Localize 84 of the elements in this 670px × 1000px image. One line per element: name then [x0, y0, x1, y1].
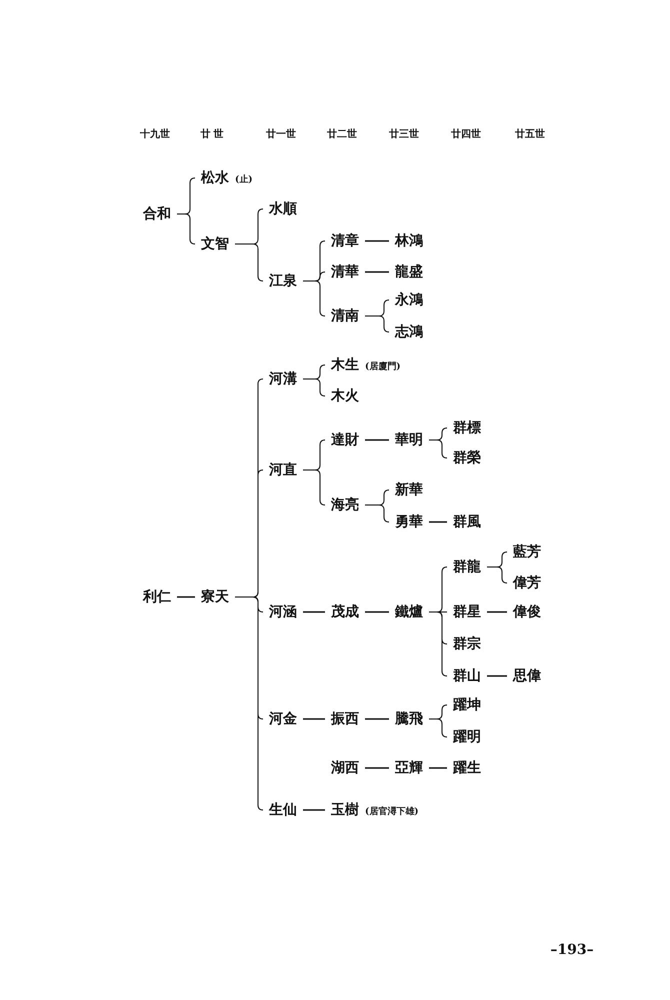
connector-line	[303, 809, 325, 811]
connector-line	[487, 611, 507, 613]
connector-line	[429, 767, 447, 769]
generation-header: 廿四世	[451, 128, 481, 141]
connector-line	[365, 240, 389, 242]
person-name: 木火	[331, 388, 359, 404]
person-name: 躍明	[453, 729, 481, 745]
connector-line	[365, 611, 389, 613]
person-name: 木生	[331, 357, 359, 373]
brace-line	[302, 470, 326, 506]
brace-line	[364, 504, 390, 522]
person-name: 達財	[331, 432, 359, 448]
person-name: 林鴻	[395, 233, 423, 249]
brace-line	[364, 316, 390, 332]
generation-header: 廿三世	[389, 128, 419, 141]
person-name: 合和	[143, 206, 171, 222]
generation-header: 廿二世	[327, 128, 357, 141]
connector-line	[303, 611, 325, 613]
person-name: 寮天	[201, 589, 229, 605]
connector-line	[365, 271, 389, 273]
generation-header: 廿五世	[515, 128, 545, 141]
person-name: 偉芳	[513, 575, 541, 591]
person-name: 海亮	[331, 497, 359, 513]
brace-line	[234, 244, 264, 282]
person-name: 群榮	[453, 450, 481, 466]
person-name: 群宗	[453, 636, 481, 652]
person-name: 龍盛	[395, 264, 423, 280]
person-name: 清華	[331, 264, 359, 280]
person-name: 清章	[331, 233, 359, 249]
person-name: 文智	[201, 236, 229, 252]
generation-header: 廿一世	[266, 128, 296, 141]
note: (居官潯下雄)	[365, 807, 419, 817]
connector-line	[303, 718, 325, 720]
person-name: 水順	[269, 201, 297, 217]
person-name: 躍生	[453, 760, 481, 776]
person-name: 玉樹	[331, 802, 359, 818]
brace-line	[234, 596, 264, 810]
person-name: 河涵	[269, 604, 297, 620]
person-name: 群山	[453, 668, 481, 684]
person-name: 河金	[269, 711, 297, 727]
person-name: 群標	[453, 420, 481, 436]
person-name: 群風	[453, 514, 481, 530]
person-name: 鐵爐	[395, 604, 423, 620]
person-name: 湖西	[331, 760, 359, 776]
brace-line	[486, 566, 508, 584]
connector-line	[365, 767, 389, 769]
person-name: 亞輝	[395, 760, 423, 776]
connector-line	[487, 675, 507, 677]
brace-line	[428, 718, 448, 738]
connector-line	[365, 718, 389, 720]
person-name: 思偉	[513, 668, 541, 684]
generation-header: 十九世	[140, 128, 170, 141]
person-name: 松水	[201, 170, 229, 186]
brace-line	[302, 378, 326, 396]
connector-line	[429, 521, 447, 523]
note: (止)	[235, 175, 253, 185]
brace-line	[302, 280, 326, 316]
person-name: 永鴻	[395, 292, 423, 308]
generation-header: 廿 世	[200, 128, 224, 141]
person-name: 華明	[395, 432, 423, 448]
person-name: 勇華	[395, 514, 423, 530]
person-name: 生仙	[269, 802, 297, 818]
person-name: 偉俊	[513, 604, 541, 620]
person-name: 河直	[269, 462, 297, 478]
person-name: 江泉	[269, 273, 297, 289]
brace-line	[428, 612, 448, 676]
connector-line	[365, 439, 389, 441]
person-name: 河溝	[269, 371, 297, 387]
page-number: –193–	[550, 942, 594, 958]
person-name: 茂成	[331, 604, 359, 620]
person-name: 清南	[331, 308, 359, 324]
person-name: 群龍	[453, 559, 481, 575]
person-name: 藍芳	[513, 544, 541, 560]
person-name: 新華	[395, 482, 423, 498]
person-name: 躍坤	[453, 697, 481, 713]
person-name: 利仁	[143, 589, 171, 605]
person-name: 騰飛	[395, 711, 423, 727]
person-name: 群星	[453, 604, 481, 620]
brace-line	[176, 214, 196, 244]
note: (居廈門)	[365, 362, 401, 372]
brace-line	[428, 440, 448, 458]
person-name: 振西	[331, 711, 359, 727]
person-name: 志鴻	[395, 324, 423, 340]
connector-line	[177, 596, 195, 598]
